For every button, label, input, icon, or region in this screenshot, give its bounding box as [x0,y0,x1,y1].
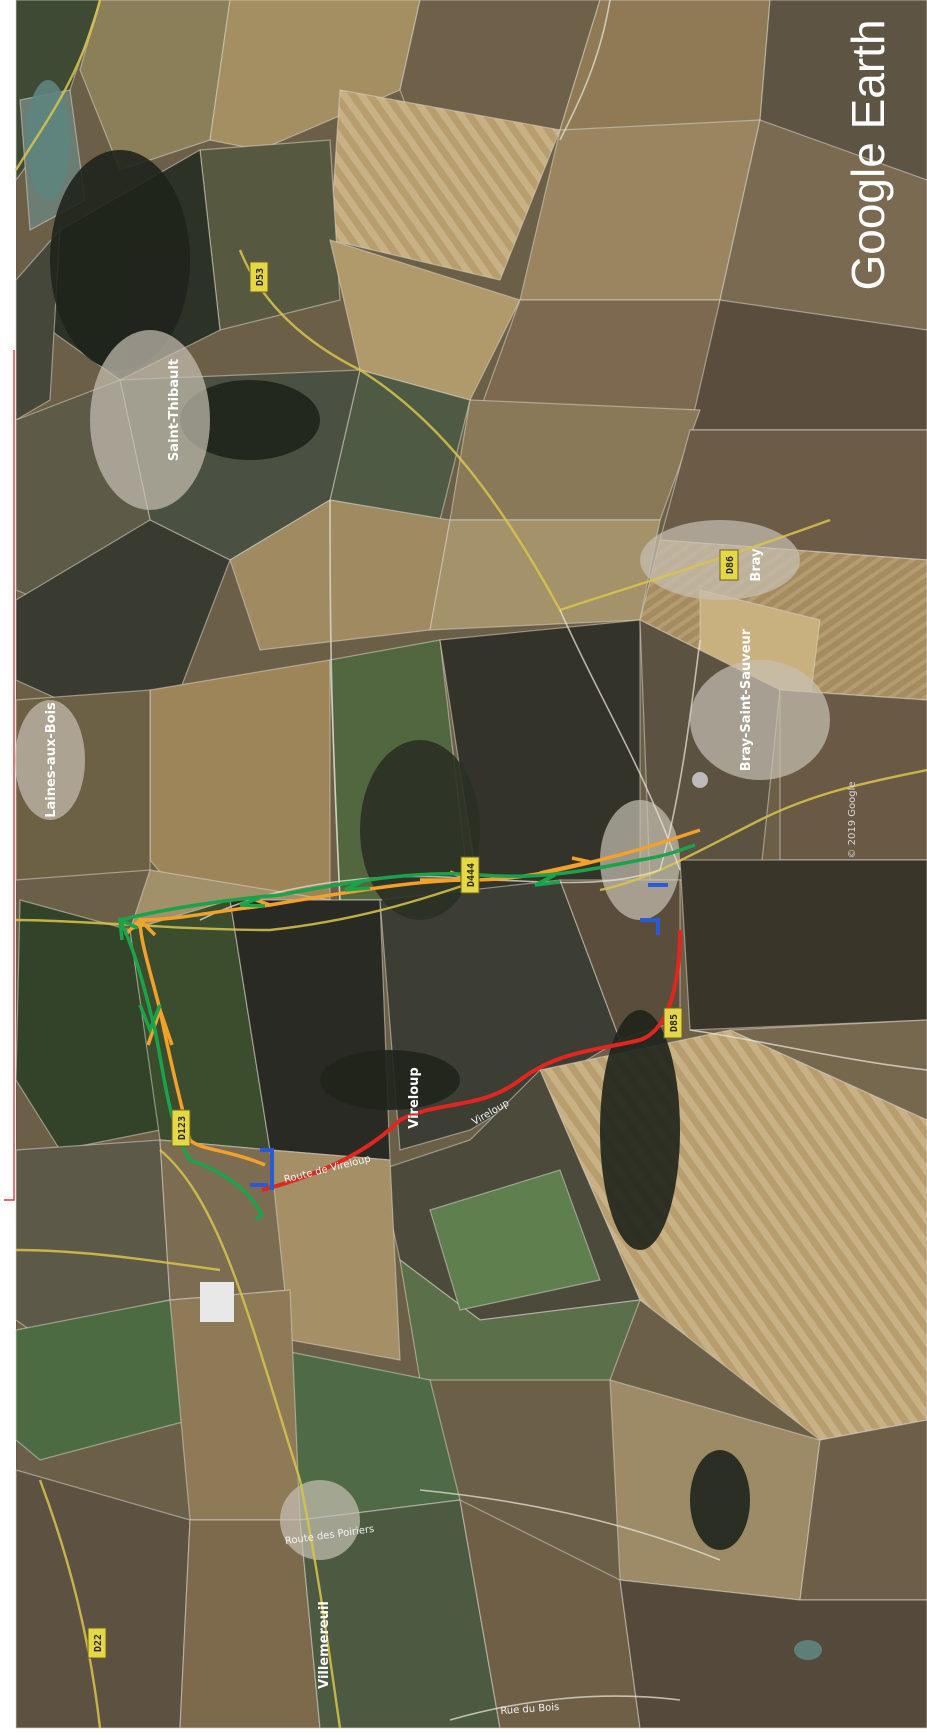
road-label-d86: D86 [725,556,736,574]
street-rue-du-bois: Rue du Bois [500,1702,560,1717]
road-label-d22: D22 [93,1634,104,1652]
map-copyright: © 2019 Google [847,781,858,858]
place-bray[interactable]: Bray [749,548,764,582]
place-laines-aux-bois[interactable]: Laines-aux-Bois [44,702,59,818]
road-tag-d123: D123 [171,1109,191,1147]
ponds [26,80,822,1660]
road-tag-d85: D85 [663,1007,683,1039]
road-tag-d53: D53 [249,261,269,293]
woodland [50,150,750,1550]
place-bray-east[interactable]: Bray-Saint-Sauveur [739,628,754,771]
white-roads [199,0,927,1721]
yellow-roads [14,0,927,1729]
road-tag-d86: D86 [719,549,739,581]
warehouse [200,1282,234,1322]
road-label-d85: D85 [669,1014,680,1032]
road-label-d53: D53 [255,268,266,286]
road-tag-d444: D444 [460,856,480,894]
route-blue-markers [250,883,668,1190]
road-label-d444: D444 [466,863,477,887]
google-earth-watermark: Google Earth [842,19,894,290]
route-red [261,929,682,1192]
place-vireloup[interactable]: Vireloup [407,1067,422,1128]
road-label-d123: D123 [177,1116,188,1140]
road-tag-d22: D22 [87,1627,107,1659]
place-villemereuil[interactable]: Villemereuil [317,1601,332,1689]
place-saint-thibault[interactable]: Saint-Thibault [167,359,182,461]
villages [15,330,830,1560]
red-bracket [4,350,15,1201]
